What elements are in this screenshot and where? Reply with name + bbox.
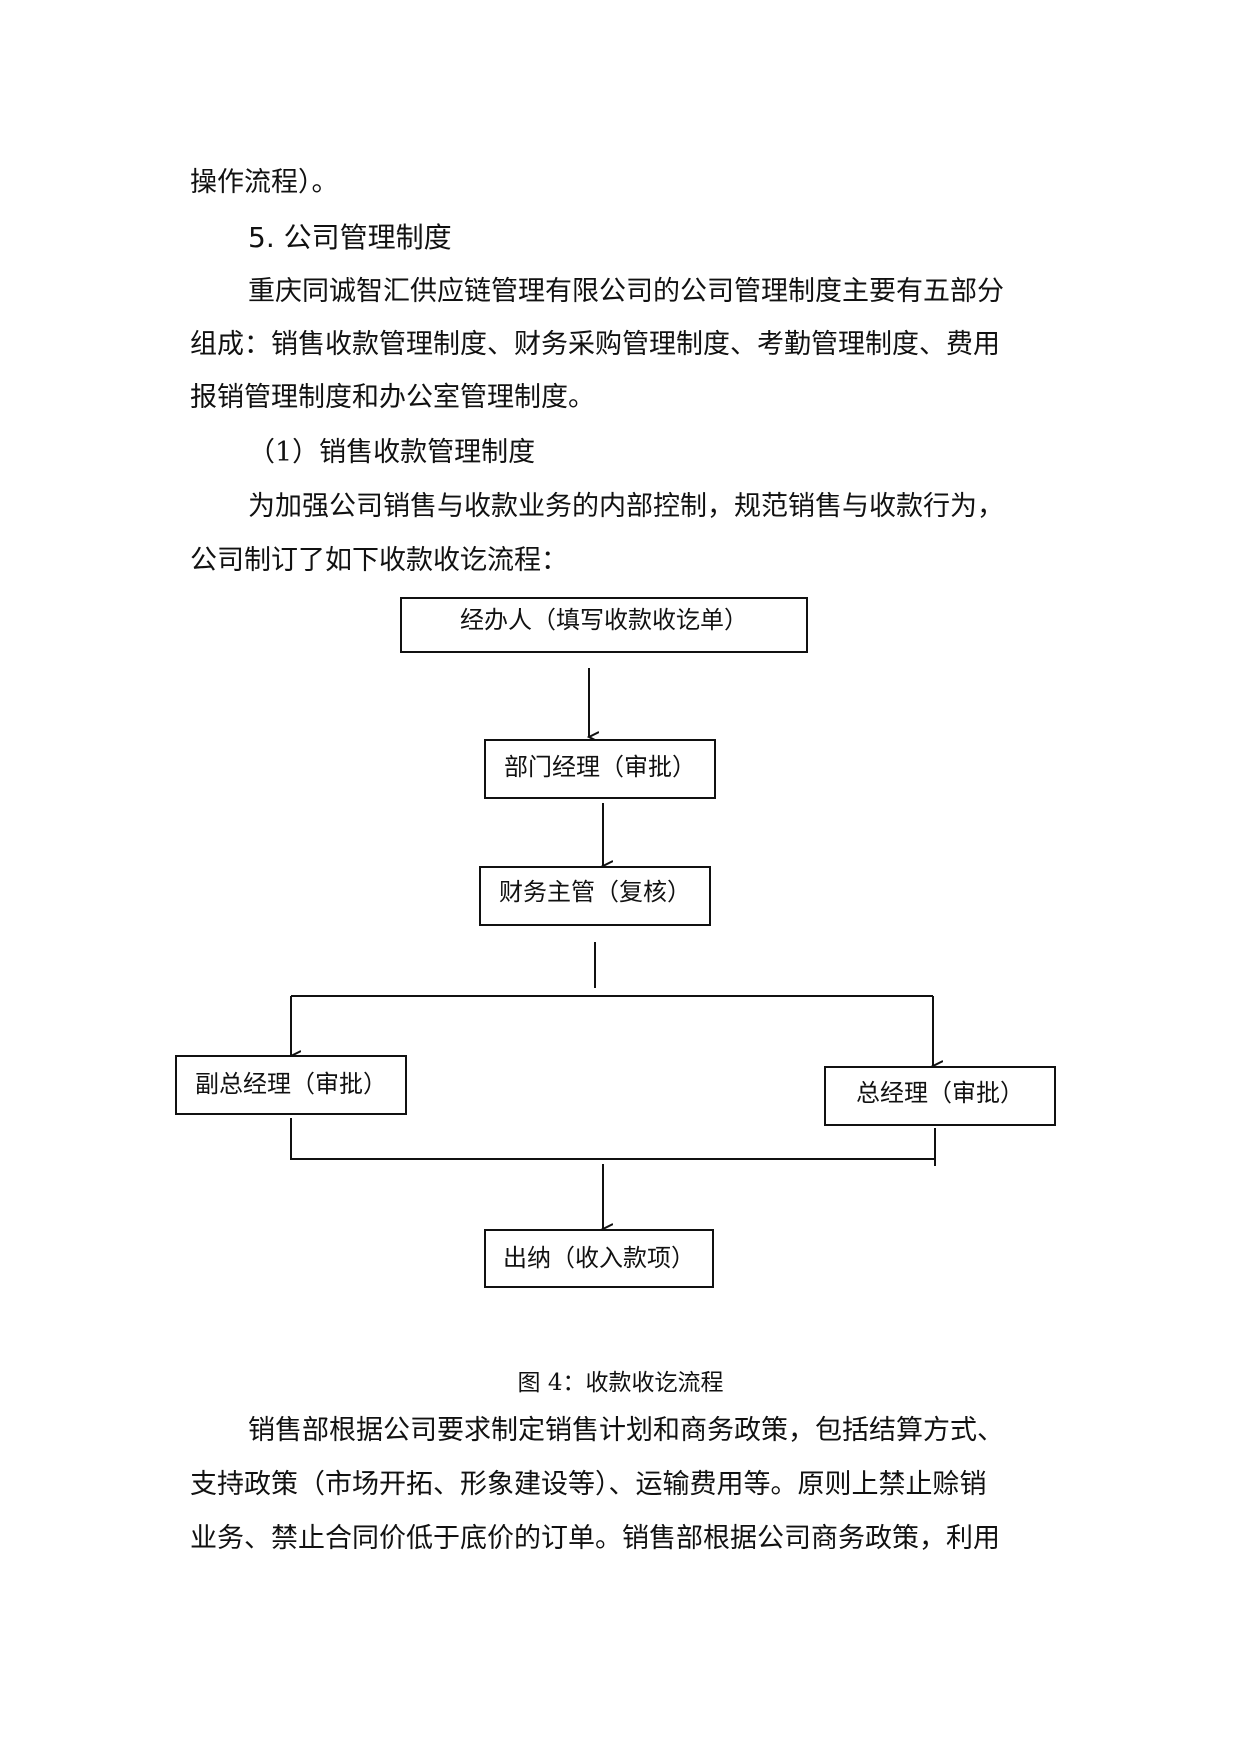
paragraph-line: 报销管理制度和办公室管理制度。 (190, 382, 595, 413)
flow-step-5: 出纳（收入款项） (484, 1229, 714, 1288)
paragraph-line: 销售部根据公司要求制定销售计划和商务政策，包括结算方式、 (248, 1415, 1004, 1446)
paragraph-line: 公司制订了如下收款收讫流程： (190, 545, 568, 576)
paragraph-line: 操作流程）。 (190, 167, 339, 198)
subsection-heading: （1）销售收款管理制度 (248, 437, 536, 468)
paragraph-line: 为加强公司销售与收款业务的内部控制，规范销售与收款行为， (248, 491, 1004, 522)
flow-step-label: 财务主管（复核） (499, 878, 691, 906)
flow-step-1: 经办人（填写收款收讫单） (400, 597, 808, 653)
flow-step-2: 部门经理（审批） (484, 739, 716, 799)
flow-step-4-right: 总经理（审批） (824, 1066, 1056, 1126)
paragraph-line: 重庆同诚智汇供应链管理有限公司的公司管理制度主要有五部分 (248, 276, 1004, 307)
flow-step-4-left: 副总经理（审批） (175, 1055, 407, 1115)
paragraph-line: 组成：销售收款管理制度、财务采购管理制度、考勤管理制度、费用 (190, 329, 1000, 360)
section-heading: 5. 公司管理制度 (248, 221, 452, 254)
paragraph-line: 支持政策（市场开拓、形象建设等）、运输费用等。原则上禁止赊销 (190, 1469, 987, 1500)
flow-step-label: 总经理（审批） (856, 1079, 1024, 1107)
paragraph-line: 业务、禁止合同价低于底价的订单。销售部根据公司商务政策，利用 (190, 1523, 1000, 1554)
flow-step-label: 部门经理（审批） (504, 753, 696, 781)
flow-step-label: 经办人（填写收款收讫单） (460, 606, 748, 634)
flow-step-label: 出纳（收入款项） (503, 1244, 695, 1272)
flow-step-3: 财务主管（复核） (479, 866, 711, 926)
flow-step-label: 副总经理（审批） (195, 1070, 387, 1098)
figure-caption: 图 4：收款收讫流程 (517, 1370, 724, 1396)
